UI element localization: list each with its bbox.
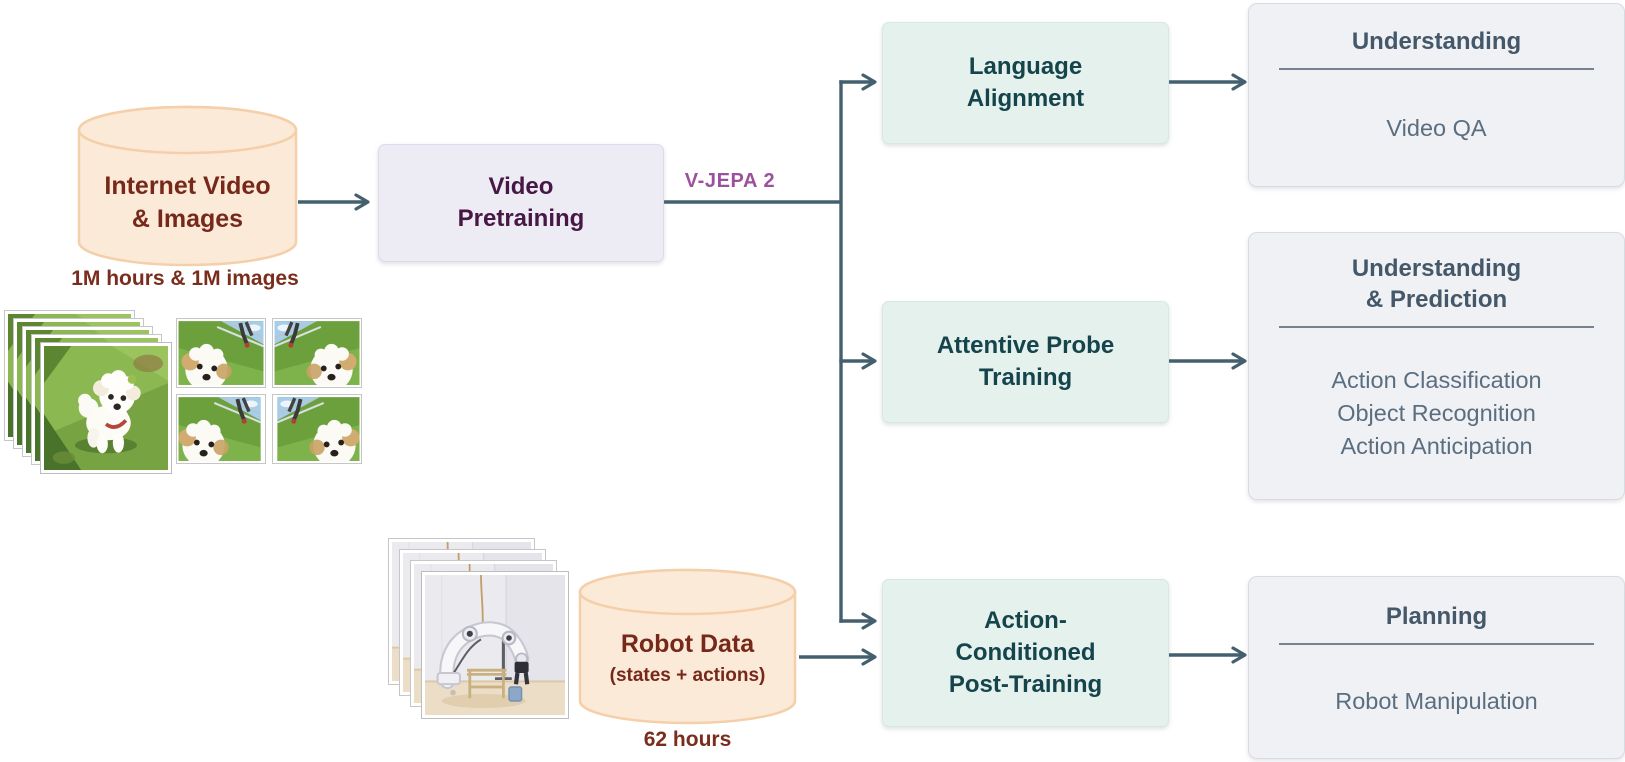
- stage-2-line1: Attentive Probe: [936, 332, 1115, 359]
- outcome-1-item: Video QA: [1386, 114, 1487, 141]
- database-cylinder-icon: [77, 105, 298, 267]
- stage-attentive-probe-training: Attentive Probe Training: [882, 301, 1169, 423]
- dog-photo: [272, 394, 362, 464]
- stage-3-line2: Conditioned: [955, 639, 1096, 666]
- internet-data-size-caption: 1M hours & 1M images: [71, 267, 299, 290]
- robot-data-subtitle: (states + actions): [609, 665, 766, 686]
- outcome-2-title-line1: Understanding: [1351, 255, 1522, 282]
- robot-datastore-label: Robot Data (states + actions): [578, 568, 797, 725]
- database-cylinder-icon: [578, 568, 797, 725]
- outcome-understanding: Understanding Video QA: [1248, 3, 1625, 187]
- outcome-2-title: Understanding & Prediction: [1352, 253, 1521, 315]
- outcome-2-title-line2: & Prediction: [1365, 286, 1508, 313]
- outcome-2-item: Object Recognition: [1337, 400, 1536, 426]
- dog-photo: [272, 318, 362, 388]
- stage-3-line3: Post-Training: [948, 671, 1103, 698]
- video-pretraining-box: Video Pretraining: [378, 144, 664, 262]
- outcome-1-title: Understanding: [1351, 28, 1522, 55]
- dog-video-frames-stack: [4, 310, 172, 479]
- internet-title-line1: Internet Video: [104, 172, 271, 200]
- dog-photo: [176, 394, 266, 464]
- robot-data-title: Robot Data: [620, 630, 755, 658]
- outcome-planning: Planning Robot Manipulation: [1248, 576, 1625, 759]
- panel-divider: [1279, 326, 1594, 328]
- robot-data-size-caption: 62 hours: [643, 728, 732, 751]
- stage-1-line1: Language: [968, 53, 1083, 80]
- robot-photo-front: [421, 571, 569, 719]
- internet-video-images-datastore: Internet Video & Images: [77, 105, 298, 267]
- pretraining-title-line1: Video: [488, 173, 554, 200]
- outcome-2-item: Action Classification: [1331, 367, 1542, 393]
- internet-title-line2: & Images: [131, 205, 244, 233]
- stage-language-alignment: Language Alignment: [882, 22, 1169, 144]
- internet-datastore-label: Internet Video & Images: [77, 105, 298, 267]
- stage-3-line1: Action-: [984, 607, 1067, 634]
- stage-action-conditioned-post-training: Action- Conditioned Post-Training: [882, 579, 1169, 727]
- robot-frames-stack: [388, 538, 570, 725]
- outcome-3-title: Planning: [1385, 603, 1488, 630]
- outcome-understanding-prediction: Understanding & Prediction Action Classi…: [1248, 232, 1625, 500]
- dog-image-grid: [176, 318, 362, 469]
- dog-photo: [176, 318, 266, 388]
- pretraining-title-line2: Pretraining: [457, 205, 585, 232]
- stage-2-line2: Training: [978, 364, 1073, 391]
- vjepa2-model-label: V-JEPA 2: [684, 170, 776, 192]
- outcome-2-item: Action Anticipation: [1340, 433, 1533, 459]
- outcome-3-item: Robot Manipulation: [1335, 688, 1538, 714]
- video-frame-front: [40, 342, 172, 474]
- robot-data-datastore: Robot Data (states + actions): [578, 568, 797, 725]
- panel-divider: [1279, 643, 1594, 645]
- stage-1-line2: Alignment: [966, 85, 1085, 112]
- panel-divider: [1279, 68, 1594, 70]
